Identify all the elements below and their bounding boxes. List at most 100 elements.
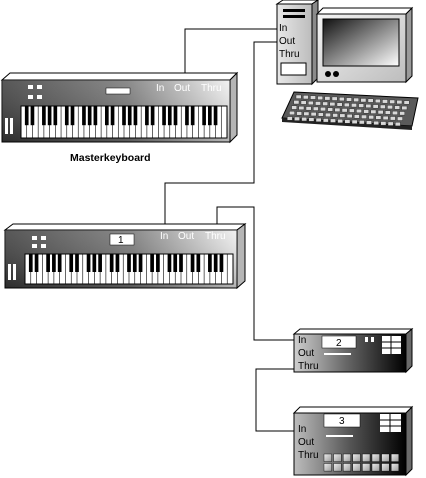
- module2-port-in-label: In: [298, 335, 306, 346]
- black-key: [98, 254, 102, 272]
- keyboard1-number: 1: [118, 235, 124, 246]
- cable-module2-thru-to-module3-in: [255, 368, 294, 432]
- black-key: [87, 106, 92, 126]
- key: [375, 98, 381, 103]
- black-key: [185, 106, 189, 126]
- key: [387, 105, 393, 110]
- key: [346, 97, 352, 102]
- computer-keyboard-keys: [287, 94, 410, 127]
- drive-slot: [283, 15, 305, 18]
- key: [394, 105, 401, 110]
- black-key: [138, 254, 143, 272]
- key: [300, 100, 307, 105]
- pad: [333, 453, 342, 462]
- pad: [362, 453, 371, 462]
- key: [313, 106, 319, 111]
- key: [351, 119, 358, 124]
- black-key: [208, 254, 212, 272]
- monitor: [315, 6, 414, 84]
- black-key: [173, 106, 178, 126]
- key: [324, 96, 331, 101]
- computer-port-thru-label: Thru: [279, 49, 300, 60]
- cable-computer-out-to-master-in: [184, 28, 277, 77]
- key: [339, 113, 346, 118]
- key: [344, 119, 351, 124]
- key: [337, 119, 344, 124]
- key: [375, 115, 382, 120]
- pad: [343, 463, 352, 472]
- key: [310, 95, 316, 100]
- black-key: [219, 254, 224, 272]
- black-key: [115, 254, 120, 272]
- key: [287, 116, 293, 121]
- pad: [323, 453, 332, 462]
- key: [354, 114, 360, 119]
- pad: [371, 463, 380, 472]
- key: [346, 114, 353, 119]
- black-key: [167, 106, 172, 126]
- black-key: [208, 106, 212, 126]
- key: [315, 117, 322, 122]
- key: [401, 105, 408, 110]
- button-grid: [382, 336, 401, 354]
- black-key: [167, 254, 172, 272]
- key: [305, 106, 312, 111]
- key: [389, 99, 396, 104]
- midi-cables: [164, 28, 294, 432]
- black-key: [110, 106, 115, 126]
- key: [308, 117, 315, 122]
- black-key: [179, 254, 183, 272]
- keyboard1-port-in-label: In: [160, 231, 168, 242]
- master-keyboard: In Out Thru: [0, 71, 239, 144]
- pad: [333, 463, 342, 472]
- keyboard1-port-thru-label: Thru: [205, 231, 226, 242]
- module2-port-thru-label: Thru: [298, 361, 319, 372]
- key: [367, 98, 374, 103]
- key: [318, 112, 324, 117]
- pad: [371, 453, 380, 462]
- black-key: [105, 106, 109, 126]
- key: [325, 112, 331, 117]
- key: [294, 116, 300, 121]
- key: [363, 109, 370, 114]
- key: [361, 114, 367, 119]
- key: [334, 107, 341, 112]
- sound-module-3: In Out Thru 3: [292, 405, 414, 477]
- black-key: [190, 106, 195, 126]
- key: [331, 96, 338, 101]
- key: [327, 107, 334, 112]
- key: [353, 97, 360, 102]
- black-key: [28, 254, 33, 272]
- key: [373, 120, 380, 125]
- display: [321, 335, 357, 349]
- key: [303, 95, 309, 100]
- cable-computer-thru-to-keyboard1-in: [164, 41, 277, 227]
- pad: [352, 463, 361, 472]
- master-keyboard-caption: Masterkeyboard: [70, 152, 151, 164]
- key: [385, 110, 391, 115]
- black-key: [162, 106, 166, 126]
- key: [358, 103, 365, 108]
- key: [330, 118, 336, 123]
- pad: [381, 463, 390, 472]
- black-key: [150, 254, 154, 272]
- black-key: [92, 254, 97, 272]
- sound-module-2: In Out Thru 2: [292, 327, 414, 374]
- key: [323, 118, 329, 123]
- key: [341, 108, 348, 113]
- key: [368, 115, 375, 120]
- level-bar: [324, 353, 351, 355]
- key: [344, 102, 350, 107]
- monitor-screen: [322, 18, 400, 67]
- level-bar: [326, 435, 353, 437]
- black-key: [173, 254, 178, 272]
- black-key: [34, 254, 39, 272]
- key: [317, 95, 324, 100]
- key: [382, 115, 389, 120]
- pad: [391, 463, 400, 472]
- computer-keyboard: [281, 91, 419, 130]
- black-key: [47, 106, 52, 126]
- key: [310, 112, 317, 117]
- key: [382, 99, 388, 104]
- black-key: [133, 106, 138, 126]
